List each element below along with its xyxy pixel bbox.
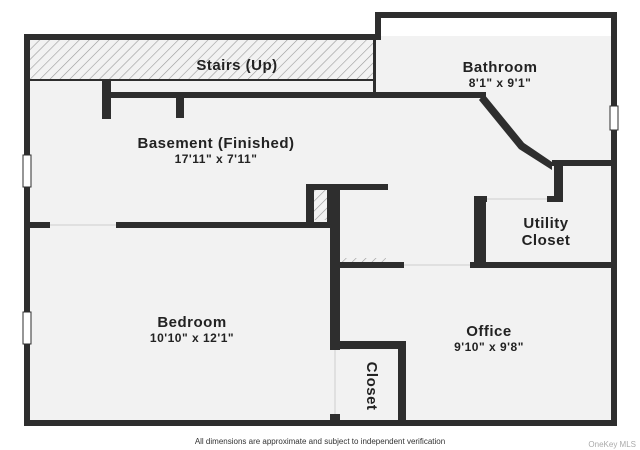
basement-dims: 17'11" x 7'11" — [175, 152, 258, 166]
office-label: Office — [466, 323, 512, 340]
stairs-hatch — [30, 40, 374, 80]
window-bedroom — [22, 311, 32, 345]
bathroom-dims: 8'1" x 9'1" — [469, 76, 532, 90]
walls — [24, 12, 617, 426]
office-dims: 9'10" x 9'8" — [454, 340, 524, 354]
closet-label: Closet — [363, 362, 380, 411]
bedroom-dims: 10'10" x 12'1" — [150, 331, 234, 345]
bedroom-label: Bedroom — [157, 314, 226, 331]
window-basement — [22, 154, 32, 188]
floor-area — [24, 36, 614, 424]
window-bathroom — [609, 105, 619, 131]
basement-label: Basement (Finished) — [137, 135, 294, 152]
bathroom-label: Bathroom — [463, 59, 538, 76]
threshold-hatch — [340, 258, 386, 264]
small-hatch — [314, 190, 327, 220]
utility-label-line2: Closet — [522, 232, 571, 249]
watermark: OneKey MLS — [588, 440, 636, 449]
utility-label-line1: Utility — [523, 215, 568, 232]
stairs-label: Stairs (Up) — [196, 57, 277, 74]
disclaimer: All dimensions are approximate and subje… — [194, 437, 446, 446]
